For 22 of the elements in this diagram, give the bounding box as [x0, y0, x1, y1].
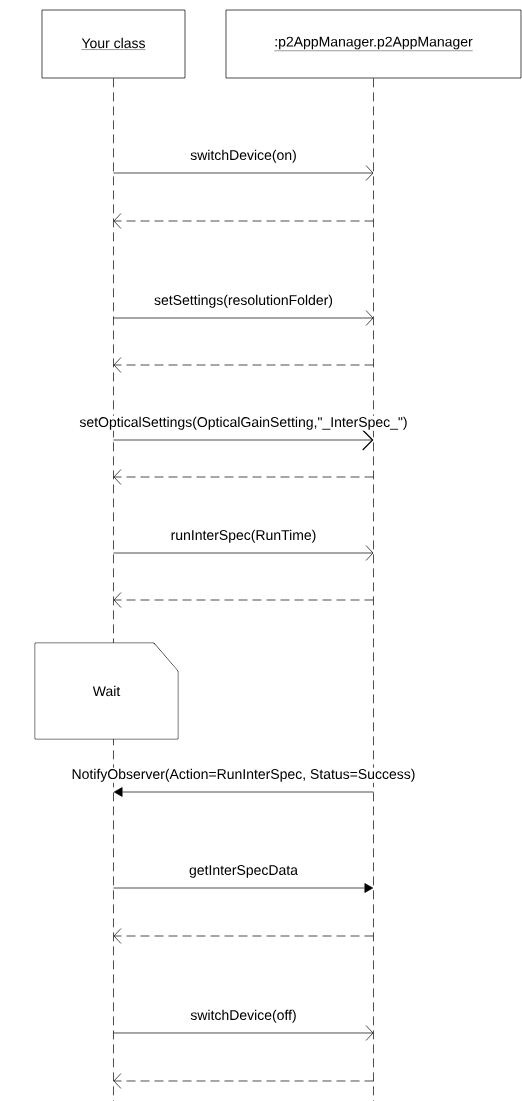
lifeline-box: Your class [41, 9, 186, 79]
message-arrow [113, 883, 374, 893]
message-arrow [113, 310, 374, 326]
lifeline-box: :p2AppManager.p2AppManager [225, 9, 522, 79]
message-arrow [113, 469, 374, 485]
message-arrow [113, 545, 374, 561]
message-arrow [113, 592, 374, 608]
message-label: setSettings(resolutionFolder) [153, 293, 334, 309]
message-arrow [113, 1025, 374, 1041]
message-label: getInterSpecData [188, 864, 299, 879]
message-label: NotifyObserver(Action=RunInterSpec, Status=Success) [70, 767, 417, 783]
message-label: setOpticalSettings(OpticalGainSetting,"_InterSpec_") [78, 415, 409, 431]
message-arrow [113, 928, 374, 944]
message-arrow [113, 165, 374, 181]
message-arrow [113, 429, 374, 451]
message-label: runInterSpec(RunTime) [169, 528, 318, 544]
message-label: switchDevice(on) [189, 148, 298, 164]
message-label: switchDevice(off) [189, 1008, 298, 1024]
message-arrow [113, 1073, 374, 1089]
message-arrow [113, 357, 374, 373]
message-arrow [113, 213, 374, 229]
message-arrow [113, 787, 374, 797]
